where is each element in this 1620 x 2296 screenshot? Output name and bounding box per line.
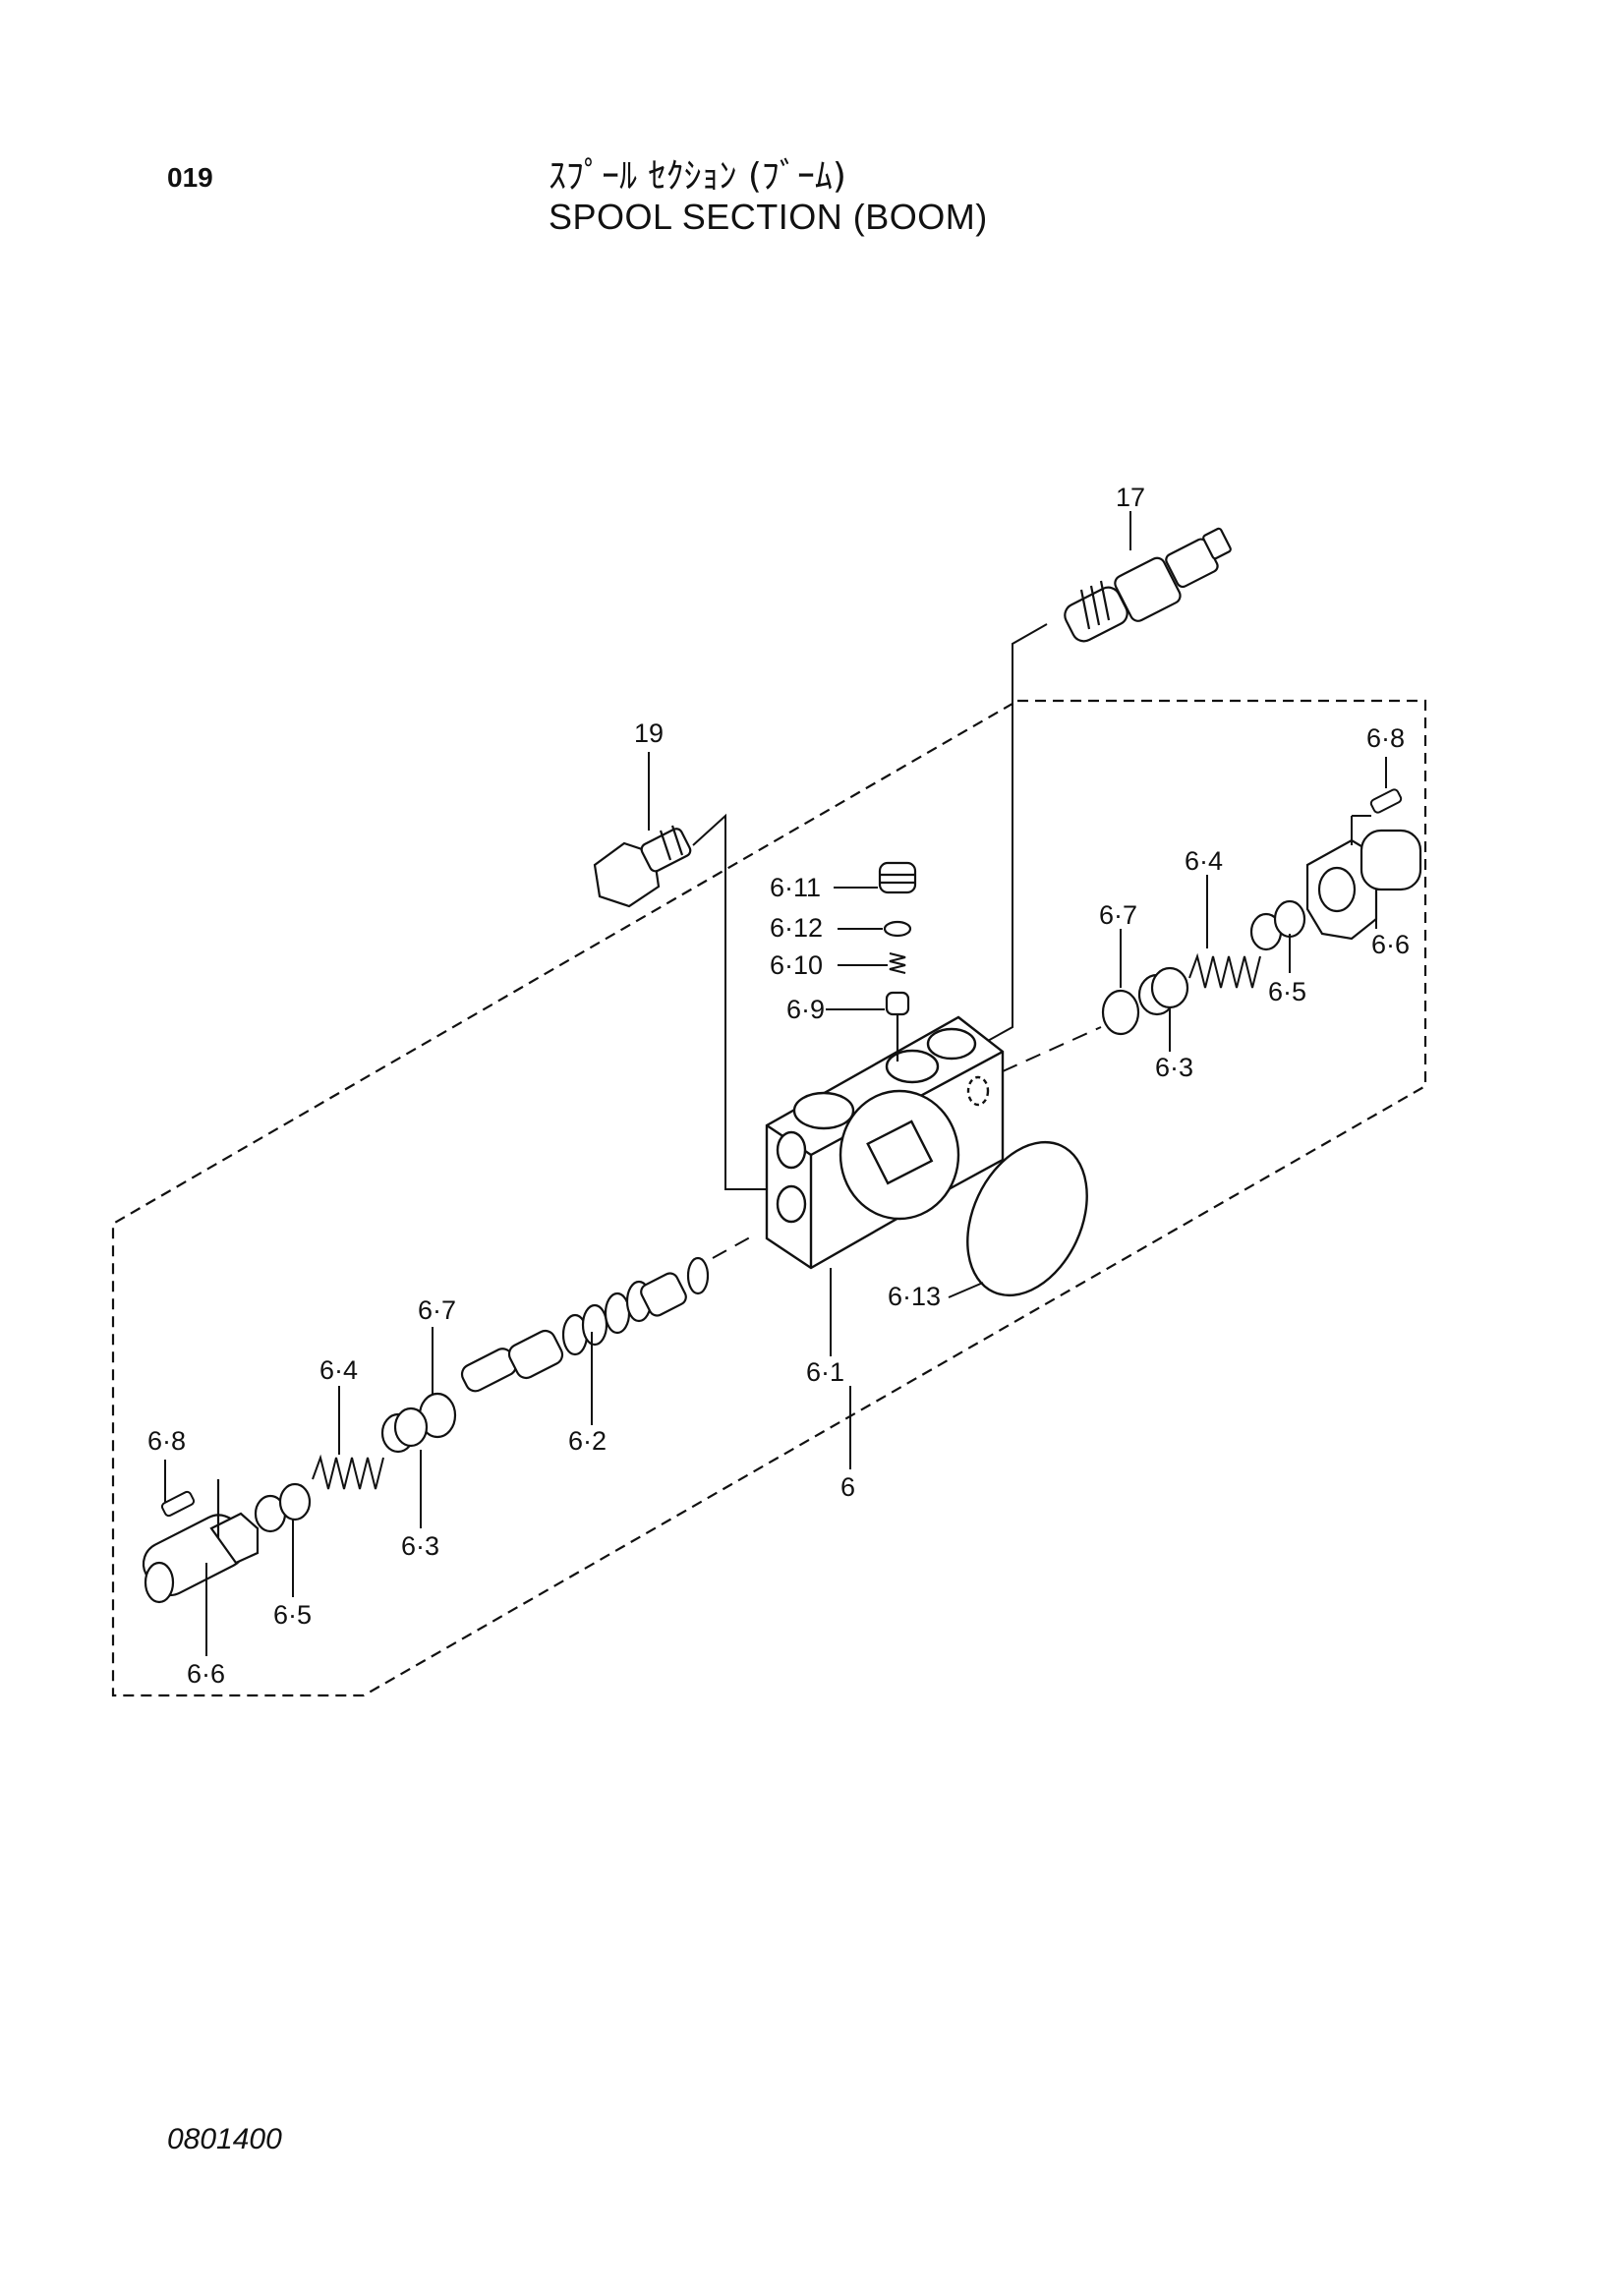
callout-lines xyxy=(164,511,1387,1656)
label-6-13: 6·13 xyxy=(888,1282,941,1311)
label-6-12: 6·12 xyxy=(770,913,823,943)
document-code: 0801400 xyxy=(167,2123,282,2155)
label-6-11: 6·11 xyxy=(770,873,821,902)
axis-line-right xyxy=(1002,1026,1102,1072)
label-6-7-bottom: 6·7 xyxy=(418,1295,456,1325)
part-6-13-o-ring xyxy=(966,1140,1088,1297)
label-6-9: 6·9 xyxy=(786,995,825,1024)
label-6-1: 6·1 xyxy=(806,1357,844,1387)
label-6-3-top: 6·3 xyxy=(1155,1053,1193,1082)
part-6-10-spring xyxy=(889,952,906,974)
part-17-relief-valve xyxy=(1064,527,1232,643)
part-6-7-o-ring-right xyxy=(1101,989,1140,1036)
part-6-6-cap-right xyxy=(1305,829,1422,941)
label-17: 17 xyxy=(1116,483,1145,512)
label-6-6-top: 6·6 xyxy=(1371,930,1410,959)
label-6-4-top: 6·4 xyxy=(1185,846,1223,876)
part-19-plug xyxy=(593,825,692,908)
title-japanese: ｽﾌﾟｰﾙ ｾｸｼｮﾝ (ﾌﾞｰﾑ) xyxy=(549,156,846,197)
part-6-8-bolt-right xyxy=(1351,788,1403,845)
label-6-5-top: 6·5 xyxy=(1268,977,1306,1006)
part-6-4-spring-left xyxy=(312,1454,384,1490)
part-6-5-sleeve-right xyxy=(1249,899,1306,951)
part-6-11-plug xyxy=(878,861,917,894)
page-number: 019 xyxy=(167,162,213,193)
label-6-7-top: 6·7 xyxy=(1099,900,1137,930)
label-6-10: 6·10 xyxy=(770,950,823,980)
part-6-3-seat-right xyxy=(1137,966,1189,1016)
leader-line-17 xyxy=(967,623,1048,1053)
label-6-3-bottom: 6·3 xyxy=(401,1531,439,1561)
part-6-3-seat-left xyxy=(380,1406,429,1454)
label-19: 19 xyxy=(634,718,664,748)
part-6-12-o-ring xyxy=(883,920,912,938)
label-6-8-top: 6·8 xyxy=(1366,723,1405,753)
part-6-1-housing xyxy=(765,1015,1005,1270)
leader-line-19 xyxy=(692,813,767,1190)
part-6-2-spool xyxy=(460,1256,710,1393)
part-6-8-bolt-left xyxy=(160,1490,196,1518)
label-6-6-bottom: 6·6 xyxy=(187,1659,225,1689)
part-6-4-spring-right xyxy=(1188,952,1261,989)
title-english: SPOOL SECTION (BOOM) xyxy=(549,197,988,237)
part-6-9-poppet xyxy=(885,991,910,1062)
part-6-5-sleeve-left xyxy=(254,1482,312,1533)
label-6-5-bottom: 6·5 xyxy=(273,1600,312,1630)
label-6: 6 xyxy=(840,1472,855,1502)
assembly-boundary xyxy=(111,699,1427,1697)
label-6-8-bottom: 6·8 xyxy=(147,1426,186,1456)
part-6-6-cap-left xyxy=(142,1479,260,1604)
label-6-2: 6·2 xyxy=(568,1426,607,1456)
label-6-4-bottom: 6·4 xyxy=(319,1355,358,1385)
axis-line-spool xyxy=(712,1233,758,1259)
